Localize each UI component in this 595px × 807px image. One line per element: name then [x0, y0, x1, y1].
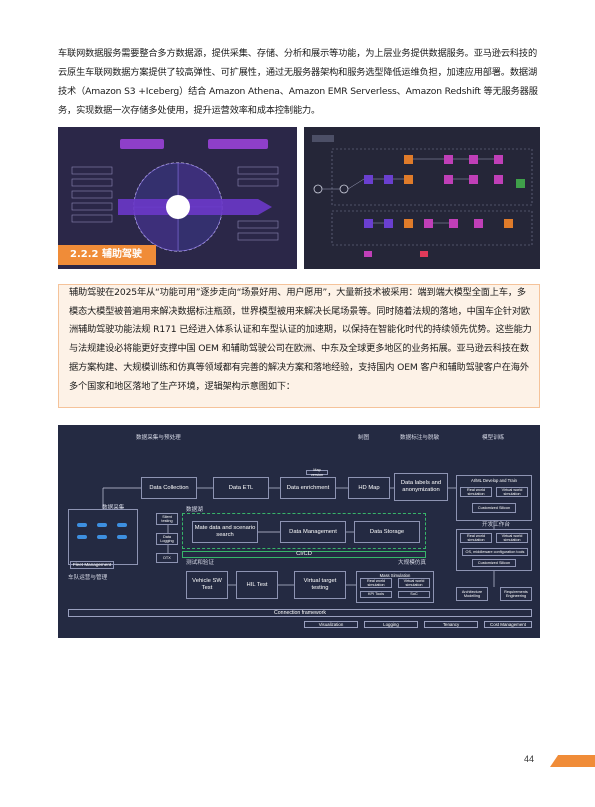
labels-anonymization-box: Data labels and anonymization	[394, 473, 448, 501]
architecture-diagram: 数据采集与预处理 制图 数据标注与脱敏 模型训练 数据采集 数据湖 车队运营与管…	[58, 425, 540, 638]
hil-test-box: HIL Test	[236, 571, 278, 599]
real-world-sim-train: Real world simulation	[460, 487, 492, 497]
label-fleet: 车队运营与管理	[68, 575, 108, 581]
kpi-tools-box: KPI Tools	[360, 591, 392, 598]
label-simulation: 大规模仿真	[398, 560, 426, 566]
label-mapping: 制图	[358, 435, 370, 441]
label-labeling: 数据标注与脱敏	[400, 435, 440, 441]
pipeline-figure	[304, 127, 540, 269]
customized-silicon-dev: Customized Silicon	[472, 559, 516, 567]
section-body-text: 辅助驾驶在2025年从“功能可用”逐步走向“场景好用、用户愿用”，大量新技术被采…	[69, 287, 532, 392]
page-number: 44	[524, 754, 535, 764]
aiml-box: AI/ML Develop and Train	[456, 475, 532, 521]
requirements-eng-box: Requirements Engineering	[500, 587, 532, 601]
arch-modelling-box: Architecture Modelling	[456, 587, 488, 601]
cicd-bar: CI/CD	[182, 551, 426, 558]
label-lake: 数据湖	[186, 507, 203, 513]
cost-management-bar: Cost Management	[484, 621, 532, 628]
logging-bar: Logging	[364, 621, 418, 628]
label-training: 模型训练	[482, 435, 505, 441]
dtx-box: DTX	[156, 553, 178, 563]
data-enrichment-box: Data enrichment	[280, 477, 336, 499]
real-world-sim-mass: Real world simulation	[360, 578, 392, 588]
data-management-box: Data Management	[280, 521, 346, 543]
data-logging-box: Data Logging	[156, 533, 178, 545]
data-platform-figure	[58, 127, 297, 269]
fleet-vehicles-box	[68, 509, 138, 565]
visualization-bar: Visualization	[304, 621, 358, 628]
label-gathering: 数据采集	[102, 505, 125, 511]
data-etl-box: Data ETL	[213, 477, 269, 499]
connection-framework-bar: Connection framework	[68, 609, 532, 617]
label-dev: 开发工作台	[482, 522, 510, 528]
soc-box: SoC	[398, 591, 430, 598]
virtual-world-sim-dev: Virtual world simulation	[496, 533, 528, 543]
page-accent-tab	[550, 755, 595, 767]
hd-map-box: HD Map	[348, 477, 390, 499]
map-version-box: Map version	[306, 468, 328, 477]
virtual-world-sim-train: Virtual world simulation	[496, 487, 528, 497]
dev-workbench-box	[456, 529, 532, 571]
customized-silicon-train: Customized Silicon	[472, 503, 516, 513]
mass-simulation-box: Mass Simulation	[356, 571, 434, 603]
virtual-world-sim-mass: Virtual world simulation	[398, 578, 430, 588]
meta-search-box: Mate data and scenario search	[192, 521, 258, 543]
silent-testing-box: Silent testing	[156, 513, 178, 525]
intro-paragraph: 车联网数据服务需要整合多方数据源，提供采集、存储、分析和展示等功能，为上层业务提…	[58, 48, 538, 116]
data-collection-box: Data Collection	[141, 477, 197, 499]
real-world-sim-dev: Real world simulation	[460, 533, 492, 543]
diagram-arrows	[102, 487, 495, 587]
virtual-target-testing-box: Virtual target testing	[294, 571, 346, 599]
section-title: 2.2.2 辅助驾驶	[58, 245, 156, 265]
data-storage-box: Data Storage	[354, 521, 420, 543]
label-collection: 数据采集与预处理	[136, 435, 181, 441]
label-testing: 测试和验证	[186, 560, 214, 566]
tenancy-bar: Tenancy	[424, 621, 478, 628]
vehicle-sw-test-box: Vehicle SW Test	[186, 571, 228, 599]
fleet-management-box: Fleet Management	[70, 561, 114, 569]
data-lake-outline	[182, 513, 426, 549]
section-body-box: 辅助驾驶在2025年从“功能可用”逐步走向“场景好用、用户愿用”，大量新技术被采…	[58, 284, 540, 408]
os-config-box: OS, middleware configuration tools	[462, 548, 528, 556]
car-icons	[77, 523, 127, 539]
